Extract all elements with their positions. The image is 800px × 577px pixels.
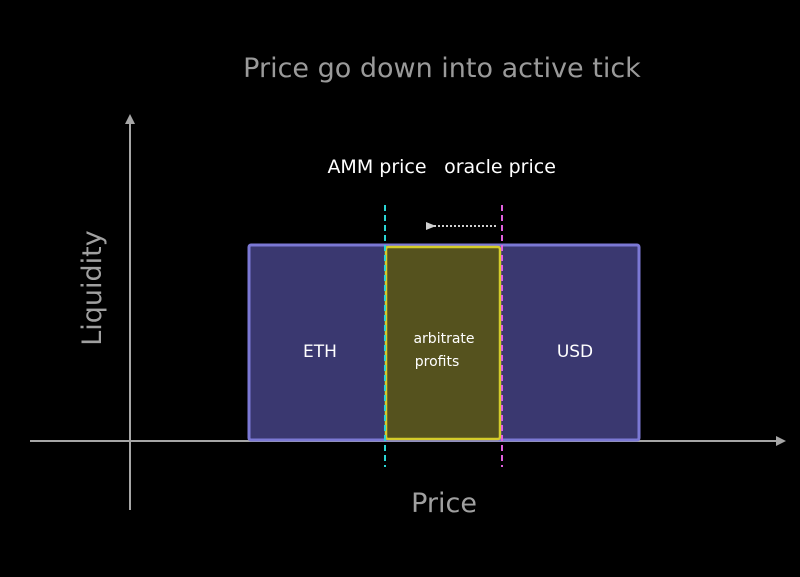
usd-region-label: USD <box>557 342 593 362</box>
oracle-price-label: oracle price <box>444 156 556 178</box>
profits-label: profits <box>415 354 460 370</box>
x-axis-label: Price <box>411 488 477 519</box>
arbitrate-label: arbitrate <box>413 331 474 347</box>
y-axis-label: Liquidity <box>77 230 108 346</box>
eth-region-label: ETH <box>303 342 337 362</box>
amm-price-label: AMM price <box>327 156 426 178</box>
diagram-title: Price go down into active tick <box>243 53 641 84</box>
arbitrage-profit-region <box>384 245 502 441</box>
